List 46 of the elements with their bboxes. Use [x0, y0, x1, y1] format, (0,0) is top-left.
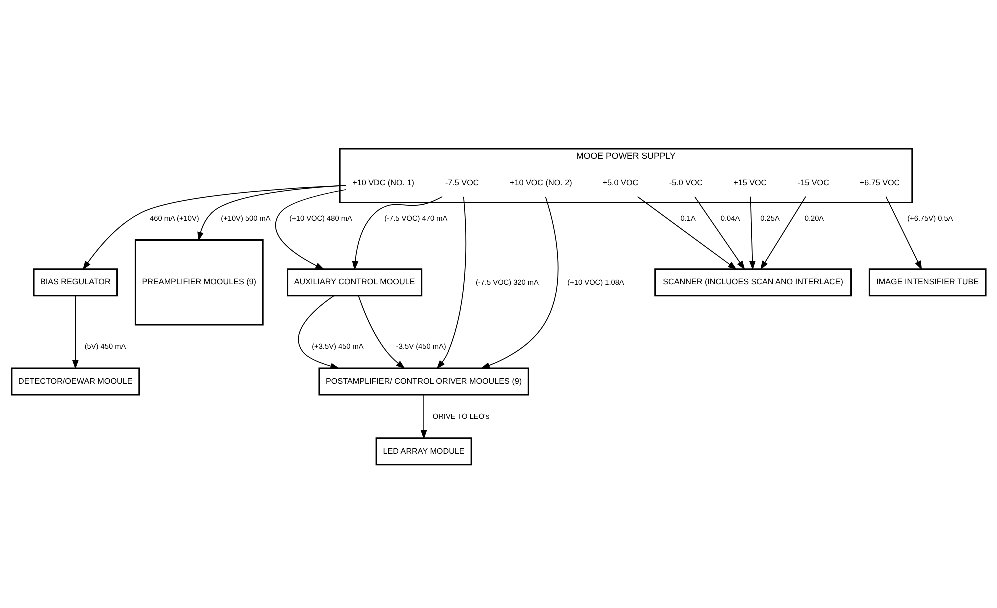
arrow	[352, 196, 443, 270]
edge-label: 0.04A	[720, 214, 740, 223]
edge-label: 0.1A	[680, 214, 696, 223]
edge-label: (-7.5 VOC) 320 mA	[475, 278, 538, 287]
node-box: DETECTOR/OEWAR MOOULE	[10, 368, 140, 396]
node-text: +5.0 VOC	[602, 178, 638, 188]
node-box: PREAMPLIFIER MOOULES (9)	[134, 240, 264, 326]
node-text: -5.0 VOC	[668, 178, 703, 188]
node-box: AUXILIARY CONTROL MOOULE	[286, 268, 422, 297]
arrow	[760, 196, 806, 270]
edge-label: 0.20A	[804, 214, 824, 223]
edge-label: 0.25A	[760, 214, 780, 223]
node-text: -15 VOC	[797, 178, 829, 188]
arrow	[420, 394, 427, 440]
arrow	[636, 196, 737, 270]
node-box: IMAGE INTENSIFIER TUBE	[868, 268, 986, 297]
edge-label: (+3.5V) 450 mA	[312, 342, 364, 351]
arrow	[197, 185, 346, 242]
node-box: LED ARRAY MODULE	[375, 438, 472, 466]
arrow	[480, 196, 558, 369]
arrow	[72, 296, 78, 370]
edge-label: ORIVE TO LEO's	[432, 412, 490, 421]
arrow	[358, 296, 405, 370]
node-box: BIAS REGULATOR	[32, 268, 118, 297]
edge-label: (+10V) 500 mA	[220, 214, 270, 223]
node-text: +10 VOC (NO. 2)	[510, 178, 572, 188]
edge-label: (+6.75V) 0.5A	[907, 214, 953, 223]
node-text: +6.75 VOC	[859, 178, 900, 188]
arrow	[436, 196, 466, 370]
arrow	[298, 296, 340, 370]
arrow	[748, 196, 756, 270]
node-box: POSTAMPLIFIER/ CONTROL ORIVER MOOULES (9)	[318, 368, 529, 396]
edge-label: -3.5V (450 mA)	[396, 342, 446, 351]
arrow	[885, 196, 922, 270]
node-text: +15 VOC	[733, 178, 767, 188]
arrow	[82, 185, 346, 270]
node-box: SCANNER (INCLUOES SCAN ANO INTERLACE)	[654, 268, 852, 297]
edge-label: (+10 VOC) 1.08A	[567, 278, 624, 287]
edge-label: (+10 VOC) 480 mA	[289, 214, 352, 223]
arrow	[275, 189, 346, 270]
node-text: -7.5 VOC	[444, 178, 479, 188]
edge-label: (5V) 450 mA	[84, 342, 126, 351]
node-text: +10 VDC (NO. 1)	[352, 178, 414, 188]
arrow	[694, 196, 745, 270]
edge-label: 460 mA (+10V)	[150, 214, 199, 223]
edge-label: (-7.5 VOC) 470 mA	[384, 214, 448, 223]
